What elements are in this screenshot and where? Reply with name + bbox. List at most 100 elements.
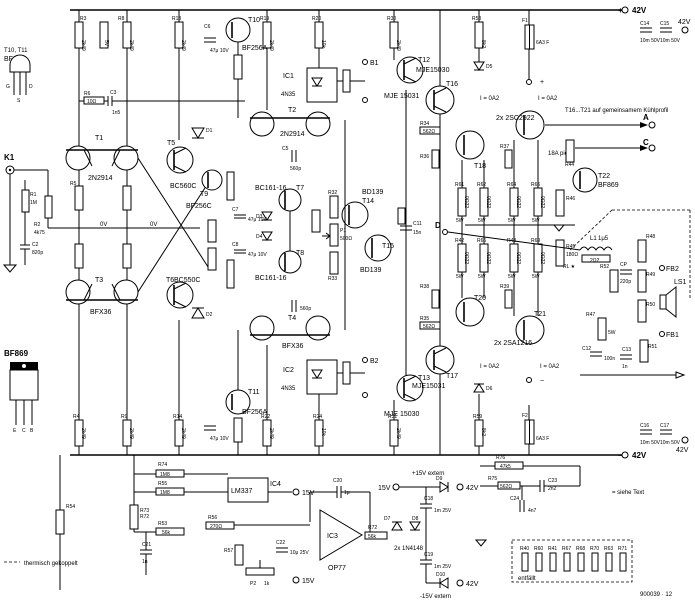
svg-text:5W: 5W [456,218,464,224]
svg-text:R67: R67 [562,546,571,552]
svg-text:6A3 F: 6A3 F [536,40,549,46]
svg-text:E: E [13,428,17,434]
svg-text:T22: T22 [598,173,610,180]
svg-text:R69: R69 [531,238,540,244]
svg-text:1n: 1n [622,364,628,370]
svg-text:R46: R46 [566,196,575,202]
svg-text:T21: T21 [534,311,546,318]
svg-text:R51: R51 [648,344,657,350]
resistor-rl [581,254,611,263]
bf869-package: BF869 E C B [4,349,39,434]
svg-text:5W: 5W [456,274,464,280]
svg-text:D10: D10 [436,572,445,578]
svg-text:thermisch gekoppelt: thermisch gekoppelt [24,561,78,567]
svg-text:C3: C3 [110,90,117,96]
svg-text:R54: R54 [66,504,75,510]
svg-text:D2: D2 [206,312,213,318]
svg-text:15V: 15V [378,485,391,492]
resistor-r5 [74,185,84,211]
svg-text:R47: R47 [586,312,595,318]
output-npn-label: 2x 2SC2922 [496,115,535,122]
resistor-r50 [637,299,647,323]
svg-text:6A3 F: 6A3 F [536,436,549,442]
svg-text:2k49: 2k49 [268,428,274,439]
svg-text:D: D [29,84,33,90]
svg-text:BF869: BF869 [4,349,29,358]
svg-text:R42: R42 [455,238,464,244]
svg-text:R3: R3 [80,16,87,22]
svg-text:C18: C18 [424,496,433,502]
svg-text:CP: CP [620,262,628,268]
svg-text:42V: 42V [676,447,689,454]
resistor-r46 [555,189,565,217]
svg-text:2k49: 2k49 [395,428,401,439]
svg-text:R34: R34 [420,121,429,127]
capacitor-c6: C6 47μ 10V [204,24,229,54]
svg-text:1μ5: 1μ5 [598,236,609,242]
svg-text:BFX36: BFX36 [90,309,112,316]
svg-text:R74: R74 [158,462,167,468]
svg-text:T1: T1 [95,135,103,142]
svg-text:BC560C: BC560C [170,183,196,190]
svg-text:R73: R73 [140,508,149,514]
plus-sign: + [618,6,623,15]
svg-text:2k49: 2k49 [268,40,274,51]
svg-text:2k49: 2k49 [128,40,134,51]
svg-text:8k2: 8k2 [480,40,486,48]
svg-text:R57: R57 [224,548,233,554]
transistor-t22: T22 BF869 [572,167,619,193]
svg-text:R45: R45 [566,244,575,250]
svg-text:BFX36: BFX36 [282,343,304,350]
output-coil-l1: L1 1μ5 RL ★ 2Ω2 [563,236,613,270]
svg-text:C11: C11 [413,221,422,227]
resistor-r18 [233,417,243,443]
svg-text:IC1: IC1 [283,73,294,80]
svg-text:G: G [6,84,10,90]
resistor-r1 [21,189,30,213]
svg-text:C22: C22 [276,540,285,546]
svg-text:R72: R72 [140,514,149,520]
ext-pos-label: +15V extern [412,471,445,477]
bottom-resistors: R4 2k49 R9 2k49 R14 2k49 R22 2k49 R24 10… [73,414,486,447]
svg-text:5W: 5W [478,274,486,280]
svg-text:560p: 560p [290,166,301,172]
svg-text:MJE 15031: MJE 15031 [384,93,420,100]
svg-text:0V: 0V [100,222,107,228]
svg-text:T10: T10 [248,17,260,24]
output-a-label: A [643,113,649,122]
svg-text:2k49: 2k49 [180,428,186,439]
resistor-r34b [397,207,406,225]
svg-text:C5: C5 [282,146,289,152]
svg-text:BC161-16: BC161-16 [255,185,287,192]
svg-text:2N2914: 2N2914 [280,131,305,138]
svg-text:T6: T6 [166,277,174,284]
svg-text:C2: C2 [32,242,39,248]
minus-sign: − [618,451,623,460]
svg-text:2k49: 2k49 [180,40,186,51]
transistor-t6: T6 BC550C [166,277,200,309]
omitted-resistors-box: R40 R60 R41 R67 R68 R70 R63 R71 entfällt [511,539,633,583]
transistor-t7: T7 BC161-16 [255,185,304,212]
transistor-t8: T8 BC161-16 [255,250,304,282]
led-d2: D2 [191,307,213,319]
svg-text:10Ω: 10Ω [87,99,97,105]
svg-text:562Ω: 562Ω [423,129,435,135]
svg-text:MJE15030: MJE15030 [416,67,450,74]
capacitor-cp: CP 220p [620,262,632,285]
svg-text:R14: R14 [173,414,182,420]
svg-text:820p: 820p [32,250,43,256]
svg-text:R63: R63 [604,546,613,552]
svg-text:R6: R6 [84,91,91,97]
svg-text:560p: 560p [300,306,311,312]
svg-text:T18: T18 [474,163,486,170]
svg-text:R24: R24 [313,414,322,420]
b2-label: B2 [370,358,379,365]
svg-text:10m 50V: 10m 50V [640,38,661,44]
svg-text:270Ω: 270Ω [210,524,222,530]
svg-text:IC4: IC4 [270,481,281,488]
svg-text:R37: R37 [500,144,509,150]
svg-text:R40: R40 [520,546,529,552]
svg-text:5W: 5W [508,274,516,280]
svg-text:1m 25V: 1m 25V [434,508,452,514]
svg-text:R68: R68 [576,546,585,552]
